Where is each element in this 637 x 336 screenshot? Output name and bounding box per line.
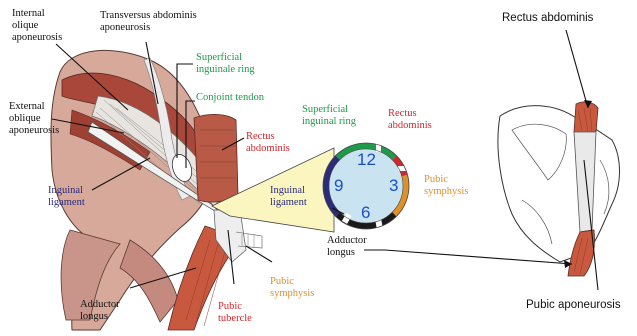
label-superficial-ring-left: Superficial inguinale ring bbox=[196, 52, 255, 76]
label-pubic-symphysis-clock: Pubic symphysis bbox=[424, 174, 468, 198]
leader-pubic-symphysis bbox=[246, 246, 272, 262]
label-superficial-ring-clock: Superficial inguinal ring bbox=[302, 104, 356, 128]
leader-adductor-clock bbox=[364, 250, 572, 264]
label-adductor-clock: Adductor longus bbox=[327, 235, 367, 259]
clock-number-6: 6 bbox=[361, 204, 370, 221]
label-conjoint-tendon: Conjoint tendon bbox=[196, 92, 264, 104]
clock-number-9: 9 bbox=[334, 177, 343, 194]
label-inguinal-ligament-clock: Inguinal ligament bbox=[270, 185, 307, 209]
leader-rectus-right bbox=[566, 30, 588, 108]
rectus-abdominis-left-muscle bbox=[194, 114, 238, 202]
label-pubic-tubercle: Pubic tubercle bbox=[218, 301, 252, 325]
pelvis-bone-right bbox=[498, 106, 620, 262]
rectus-abdominis-right-muscle bbox=[574, 102, 598, 135]
label-adductor-bottom: Adductor longus bbox=[80, 299, 120, 323]
clock-number-12: 12 bbox=[357, 151, 376, 168]
label-pubic-symphysis-bottom: Pubic symphysis bbox=[270, 276, 314, 300]
label-transversus: Transversus abdominis aponeurosis bbox=[100, 10, 197, 34]
label-external-oblique: External oblique aponeurosis bbox=[9, 101, 59, 137]
label-rectus-right: Rectus abdominis bbox=[502, 12, 593, 25]
label-internal-oblique: Internal olique aponeurosis bbox=[12, 8, 62, 44]
label-rectus-left: Rectus abdominis bbox=[246, 131, 290, 155]
label-inguinal-ligament-left: Inguinal ligament bbox=[48, 185, 85, 209]
label-pubic-aponeurosis: Pubic aponeurosis bbox=[526, 299, 621, 312]
clock-number-3: 3 bbox=[389, 177, 398, 194]
label-rectus-clock: Rectus abdominis bbox=[388, 108, 432, 132]
